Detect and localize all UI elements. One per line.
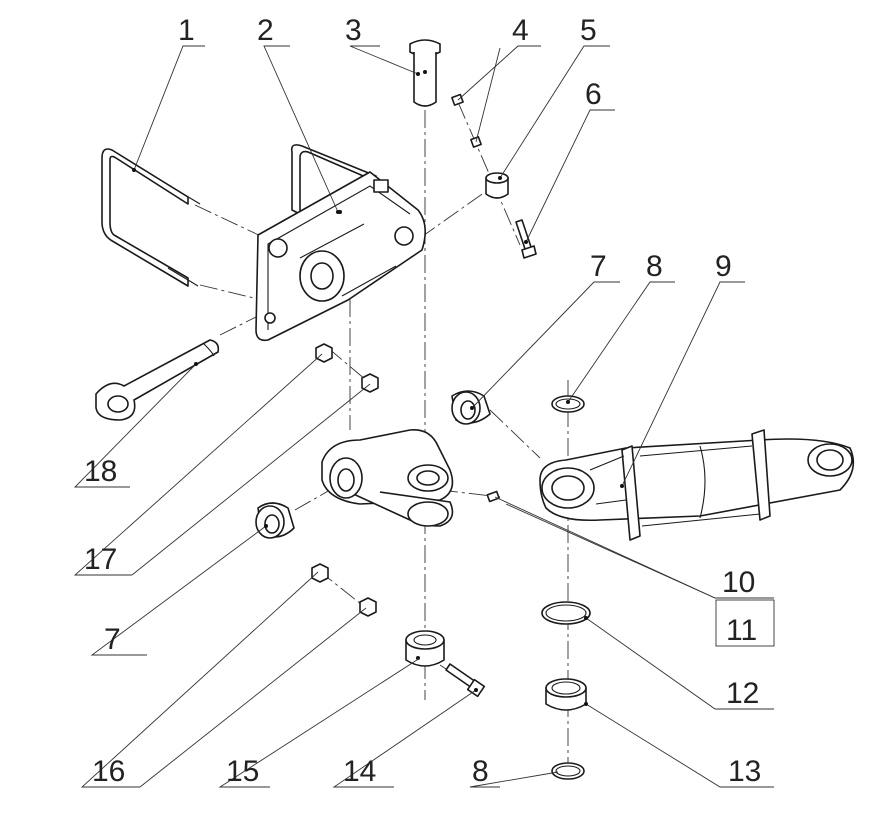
callout-7-upper: 7 [590, 250, 607, 283]
collar-part-15 [405, 630, 445, 667]
callout-16: 16 [92, 755, 125, 788]
callout-8-lower: 8 [472, 755, 489, 788]
set-screws-part-4 [451, 93, 482, 148]
nuts-part-16 [311, 563, 377, 617]
callout-5: 5 [580, 14, 597, 47]
bushing-part-7-lower [255, 502, 295, 539]
u-bolt-part-1 [101, 148, 201, 287]
callout-10: 10 [722, 566, 755, 599]
callout-9: 9 [715, 250, 732, 283]
cylinder-part-9 [539, 429, 855, 541]
retaining-ring-part-12 [541, 601, 591, 625]
callout-2: 2 [257, 14, 274, 47]
callout-11: 11 [726, 614, 757, 647]
callout-17: 17 [84, 543, 117, 576]
callout-8-upper: 8 [646, 250, 663, 283]
collar-part-5 [485, 172, 509, 199]
callout-18: 18 [84, 455, 117, 488]
leader-dots [132, 72, 624, 706]
callout-7-lower: 7 [104, 623, 121, 656]
lower-pin-part-18 [95, 339, 220, 421]
bolt-part-6 [515, 219, 537, 259]
grease-fitting-part-10 [486, 490, 500, 503]
mounting-bracket-part-2 [255, 144, 426, 342]
callout-14: 14 [343, 755, 376, 788]
swivel-yoke [321, 429, 454, 527]
ring-part-8-lower [551, 762, 585, 780]
top-pin-part-3 [409, 39, 441, 107]
callout-numbers: 1 2 3 4 5 6 7 8 9 10 11 12 13 14 15 16 1… [84, 14, 761, 788]
callout-12: 12 [726, 677, 759, 710]
leader-lines [73, 45, 774, 788]
callout-6: 6 [585, 78, 602, 111]
bolt-part-14 [445, 663, 486, 698]
callout-4: 4 [512, 14, 529, 47]
callout-11-frame [715, 599, 775, 647]
callout-13: 13 [728, 755, 761, 788]
sleeve-part-13 [545, 678, 587, 711]
callout-1: 1 [178, 14, 195, 47]
callout-15: 15 [226, 755, 259, 788]
callout-3: 3 [345, 14, 362, 47]
